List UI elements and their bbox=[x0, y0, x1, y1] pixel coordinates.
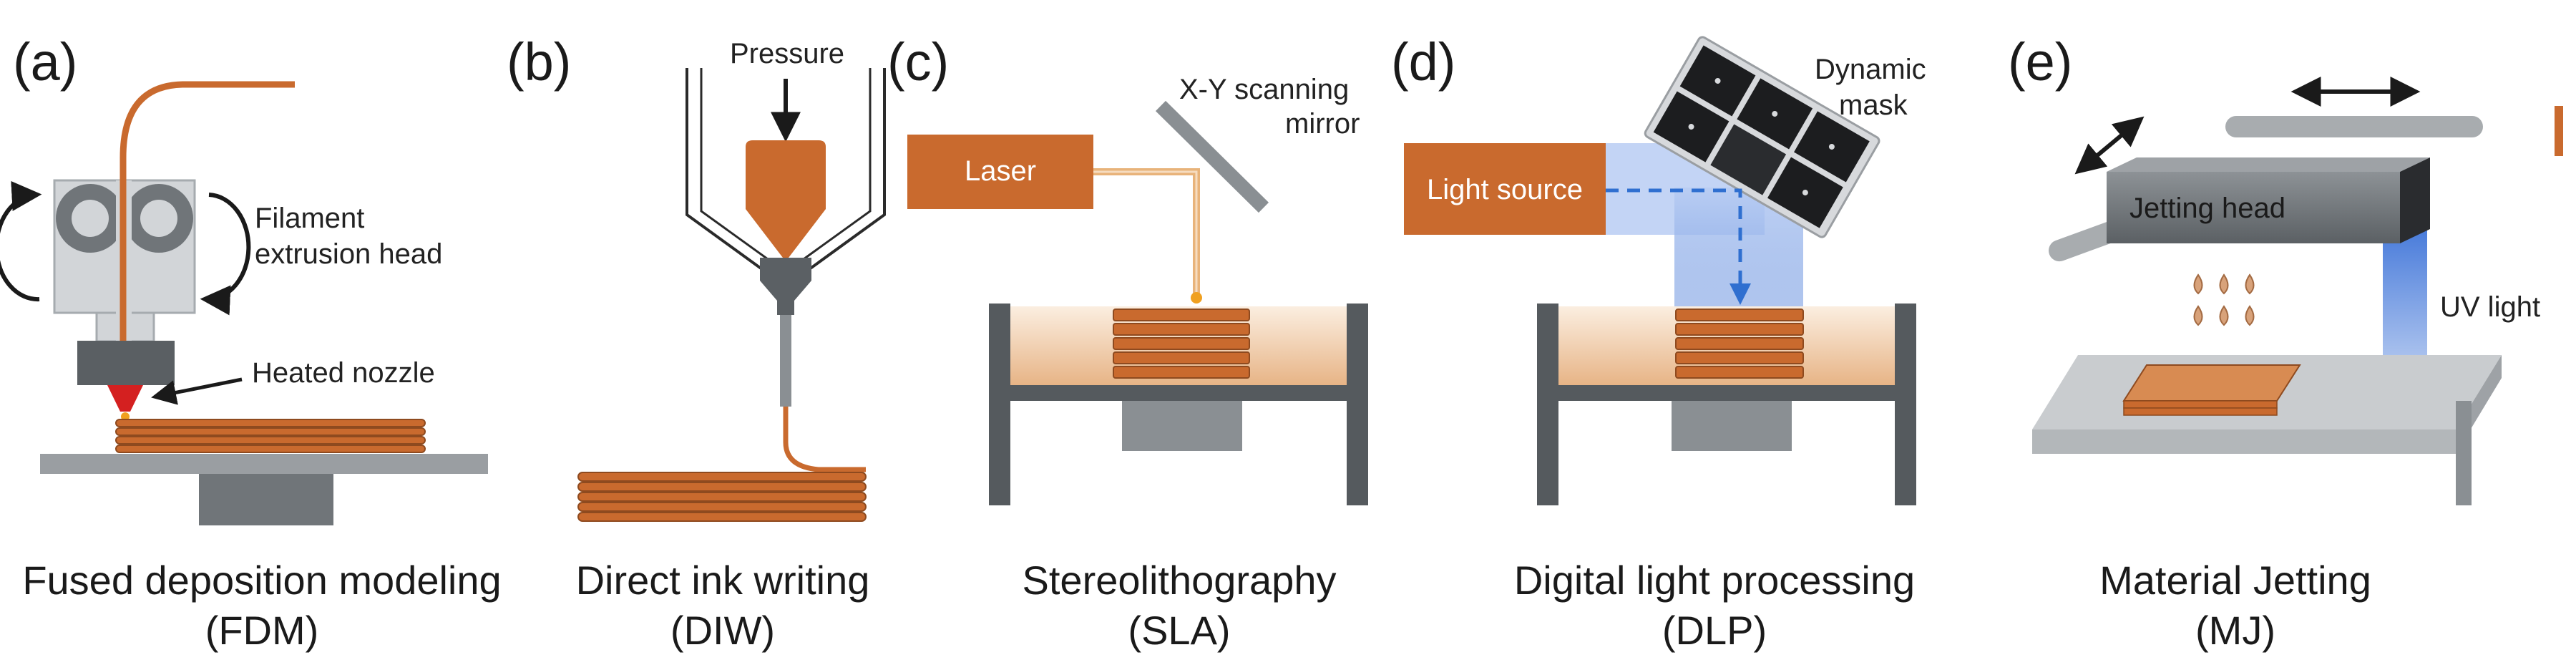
heated-nozzle bbox=[107, 385, 143, 412]
diw-printed-layers bbox=[577, 472, 867, 522]
vat-support bbox=[1122, 401, 1242, 451]
panel-fdm: (a) Filament extrusion head bbox=[0, 32, 502, 653]
fdm-printed-layers bbox=[115, 419, 426, 453]
laser-spot-icon bbox=[1191, 292, 1202, 304]
filament-label-line2: extrusion head bbox=[255, 238, 442, 270]
dlp-vat-wall-right bbox=[1895, 304, 1916, 505]
caption-diw-line1: Direct ink writing bbox=[576, 558, 870, 603]
laser-beam bbox=[1093, 168, 1200, 295]
dlp-vat-floor bbox=[1550, 385, 1901, 401]
jetting-head bbox=[2107, 172, 2400, 243]
jetting-head-top bbox=[2107, 157, 2430, 172]
mirror-label-line1: X-Y scanning bbox=[1179, 74, 1349, 105]
caption-diw-line2: (DIW) bbox=[670, 608, 775, 653]
heater-block bbox=[77, 341, 175, 385]
mask-label-line1: Dynamic bbox=[1815, 54, 1926, 85]
plate-support bbox=[199, 474, 333, 525]
mask-label-line2: mask bbox=[1839, 89, 1908, 121]
build-table-front bbox=[2032, 429, 2456, 454]
dlp-printed-part bbox=[1675, 309, 1804, 379]
caption-sla-line1: Stereolithography bbox=[1023, 558, 1337, 603]
panel-diw: (b) Pressure Direct ink writing (DIW) bbox=[507, 32, 886, 653]
gantry-rail-top bbox=[2225, 116, 2483, 137]
caption-dlp-line2: (DLP) bbox=[1662, 608, 1767, 653]
caption-fdm-line1: Fused deposition modeling bbox=[22, 558, 501, 603]
panel-letter-c: (c) bbox=[887, 32, 949, 92]
dlp-vat-support bbox=[1672, 401, 1792, 451]
light-source-label: Light source bbox=[1427, 174, 1583, 205]
light-beam-projection bbox=[1674, 188, 1803, 306]
caption-dlp-line1: Digital light processing bbox=[1514, 558, 1915, 603]
filament-strand bbox=[119, 81, 295, 401]
light-source bbox=[1404, 143, 1606, 235]
pressure-label: Pressure bbox=[730, 38, 844, 69]
caption-mj-line1: Material Jetting bbox=[2099, 558, 2371, 603]
laser-source bbox=[907, 135, 1093, 209]
panel-letter-d: (d) bbox=[1391, 32, 1455, 92]
dispensing-nozzle bbox=[760, 258, 811, 315]
ink-filament bbox=[783, 407, 866, 472]
motion-arrow-diagonal-icon bbox=[2074, 116, 2145, 175]
nozzle-pointer-arrow bbox=[151, 377, 243, 405]
ink-reservoir bbox=[746, 140, 826, 258]
panel-letter-e: (e) bbox=[2008, 32, 2072, 92]
vat-wall-left bbox=[989, 304, 1010, 505]
nozzle-label: Heated nozzle bbox=[252, 357, 435, 389]
xy-scanning-mirror bbox=[1155, 100, 1269, 213]
jetting-head-label: Jetting head bbox=[2129, 193, 2285, 224]
panel-sla: (c) Laser X-Y scanning mirror Stereolith… bbox=[887, 32, 1368, 653]
material-droplets bbox=[2193, 273, 2255, 326]
jetting-head-side bbox=[2400, 157, 2430, 243]
mirror-label-line2: mirror bbox=[1285, 108, 1360, 140]
panel-mj: (e) Jetting head bbox=[2008, 32, 2563, 653]
cropped-orange-bar bbox=[2555, 106, 2563, 156]
sla-printed-part bbox=[1113, 309, 1250, 379]
needle-tip bbox=[780, 315, 791, 407]
rotate-arrow-right-icon bbox=[200, 193, 251, 316]
uv-light-label: UV light bbox=[2440, 291, 2540, 323]
mj-printed-part bbox=[2122, 364, 2301, 416]
laser-label: Laser bbox=[965, 155, 1036, 187]
panel-dlp: (d) Light source Dynamic mask bbox=[1391, 32, 1926, 653]
build-plate bbox=[40, 454, 488, 474]
light-path-dashed bbox=[1606, 188, 1751, 305]
dlp-vat-wall-left bbox=[1537, 304, 1558, 505]
panel-letter-b: (b) bbox=[507, 32, 571, 92]
rotate-arrow-left-icon bbox=[0, 180, 42, 302]
table-leg-right bbox=[2456, 401, 2472, 505]
caption-sla-line2: (SLA) bbox=[1128, 608, 1230, 653]
vat-floor bbox=[1002, 385, 1352, 401]
panel-letter-a: (a) bbox=[13, 32, 77, 92]
dynamic-mask bbox=[1644, 36, 1880, 238]
vat-wall-right bbox=[1347, 304, 1368, 505]
caption-mj-line2: (MJ) bbox=[2195, 608, 2275, 653]
caption-fdm-line2: (FDM) bbox=[205, 608, 319, 653]
filament-label-line1: Filament bbox=[255, 203, 364, 234]
